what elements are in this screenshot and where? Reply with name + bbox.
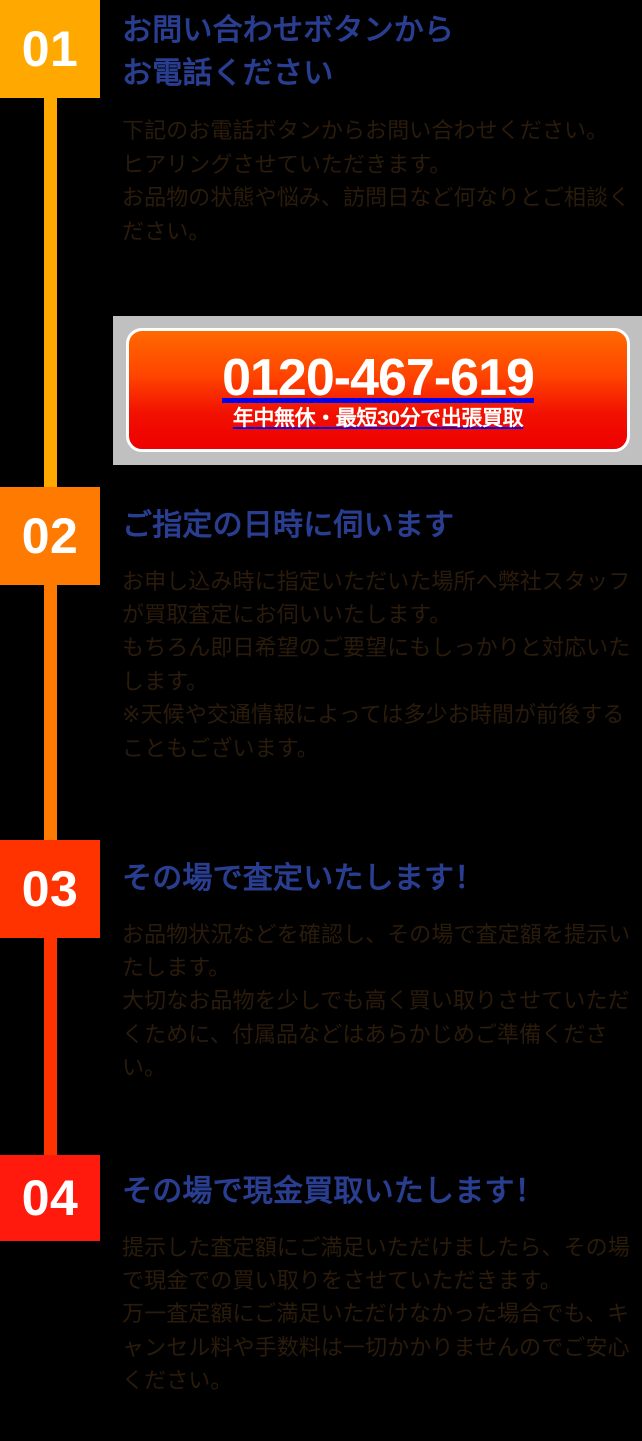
connector-line-2: [44, 585, 57, 843]
step-04-title: その場で現金買取いたします！: [122, 1175, 545, 1208]
step-number-badge-04: 04: [0, 1155, 100, 1241]
step-01-content: お問い合わせボタンから お電話ください 下記のお電話ボタンからお問い合わせくださ…: [122, 10, 634, 248]
step-04-content: その場で現金買取いたします！ 提示した査定額にご満足いただけましたら、その場で現…: [122, 1171, 634, 1398]
connector-line-3: [44, 935, 57, 1157]
phone-subtext-label: 年中無休・最短30分で出張買取: [232, 406, 524, 430]
step-03-body: お品物状況などを確認し、その場で査定額を提示いたします。 大切なお品物を少しでも…: [122, 921, 631, 1081]
step-02-body: お申し込み時に指定いただいた場所へ弊社スタッフが買取査定にお伺いいたします。 も…: [122, 568, 631, 761]
step-number-badge-02: 02: [0, 487, 100, 585]
connector-line-1: [44, 98, 57, 490]
step-02-content: ご指定の日時に伺います お申し込み時に指定いただいた場所へ弊社スタッフが買取査定…: [122, 505, 634, 765]
step-03-title: その場で査定いたします！: [122, 862, 485, 895]
step-02-title: ご指定の日時に伺います: [122, 509, 455, 542]
phone-number-label: 0120-467-619: [222, 348, 535, 407]
step-number-badge-03: 03: [0, 840, 100, 938]
phone-cta-frame: 0120-467-619 年中無休・最短30分で出張買取: [113, 316, 642, 465]
step-number-badge-01: 01: [0, 0, 100, 98]
step-01-title: お問い合わせボタンから お電話ください: [122, 14, 455, 90]
phone-call-button[interactable]: 0120-467-619 年中無休・最短30分で出張買取: [126, 328, 630, 452]
step-04-body: 提示した査定額にご満足いただけましたら、その場で現金での買い取りをさせていただき…: [122, 1234, 630, 1394]
step-01-body: 下記のお電話ボタンからお問い合わせください。 ヒアリングさせていただきます。 お…: [122, 118, 631, 244]
step-03-content: その場で査定いたします！ お品物状況などを確認し、その場で査定額を提示いたします…: [122, 858, 634, 1085]
